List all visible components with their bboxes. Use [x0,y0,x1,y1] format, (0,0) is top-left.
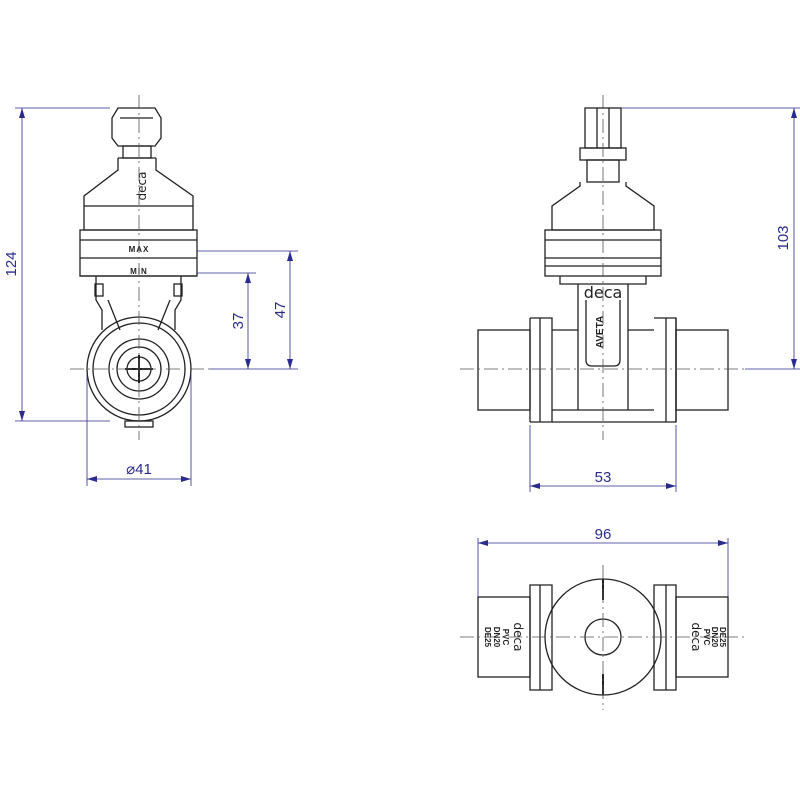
front-centerlines [460,95,745,440]
top-arrows [478,540,728,546]
left-pipe [477,329,531,411]
side-centerlines [70,95,210,440]
dim-96: 96 [595,526,612,543]
dim-53: 53 [595,469,612,486]
top-dimensions [477,538,729,597]
front-view [477,107,729,423]
right-pipe-brand: deca [689,623,703,652]
left-pipe-de: DE25 [483,627,492,648]
front-dimensions [529,107,800,492]
side-arrows [19,108,293,482]
left-pipe-markings: deca PVC DN20 DE25 [483,623,525,652]
max-mark: MAX [129,245,150,254]
front-arrows [530,108,797,489]
right-socket [654,317,677,423]
side-dimensions [15,107,298,486]
stem [122,145,152,159]
product-label: AVETA [595,316,606,348]
right-pipe-dn: DN20 [710,627,719,648]
dim-103: 103 [775,225,792,250]
left-pipe-dn: DN20 [492,627,501,648]
right-pipe-de: DE25 [718,627,727,648]
dim-124: 124 [3,251,20,276]
top-centerlines [460,565,745,710]
right-pipe [675,329,729,411]
dim-37: 37 [230,313,247,330]
left-pipe-brand: deca [511,623,525,652]
side-brand-label: deca [135,172,149,201]
right-pipe-markings: deca PVC DN20 DE25 [689,623,727,652]
left-socket [530,317,553,423]
dim-diameter-41: ⌀41 [126,461,152,478]
left-pipe-pvc: PVC [501,629,510,646]
min-mark: MIN [130,267,148,276]
dim-47: 47 [272,302,289,319]
neck [95,276,182,330]
right-pipe-pvc: PVC [702,629,711,646]
handle-cap [111,107,162,147]
